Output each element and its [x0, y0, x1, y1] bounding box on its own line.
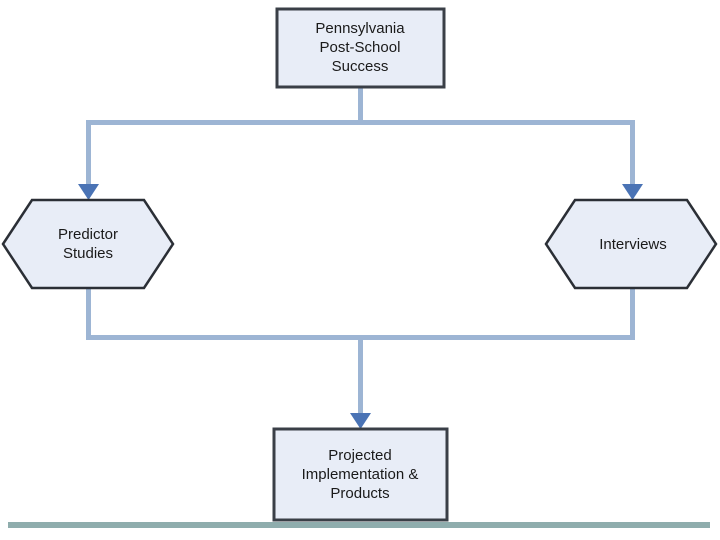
- node-pennsylvania-post-school-success[interactable]: [275, 7, 446, 89]
- bottom-divider: [8, 522, 710, 528]
- node-left-hexagon[interactable]: [1, 198, 175, 290]
- node-top-rect[interactable]: [275, 7, 446, 89]
- arrowhead-into-interviews: [622, 184, 643, 200]
- connector-group: [86, 87, 635, 418]
- node-predictor-studies[interactable]: [1, 198, 175, 290]
- node-right-hexagon[interactable]: [544, 198, 718, 290]
- arrowhead-into-projected-implementation: [350, 413, 371, 429]
- node-projected-implementation-products[interactable]: [272, 427, 449, 522]
- node-interviews[interactable]: [544, 198, 718, 290]
- node-group: [1, 7, 718, 522]
- arrowhead-into-predictor-studies: [78, 184, 99, 200]
- node-bottom-rect[interactable]: [272, 427, 449, 522]
- arrowhead-group: [78, 184, 643, 429]
